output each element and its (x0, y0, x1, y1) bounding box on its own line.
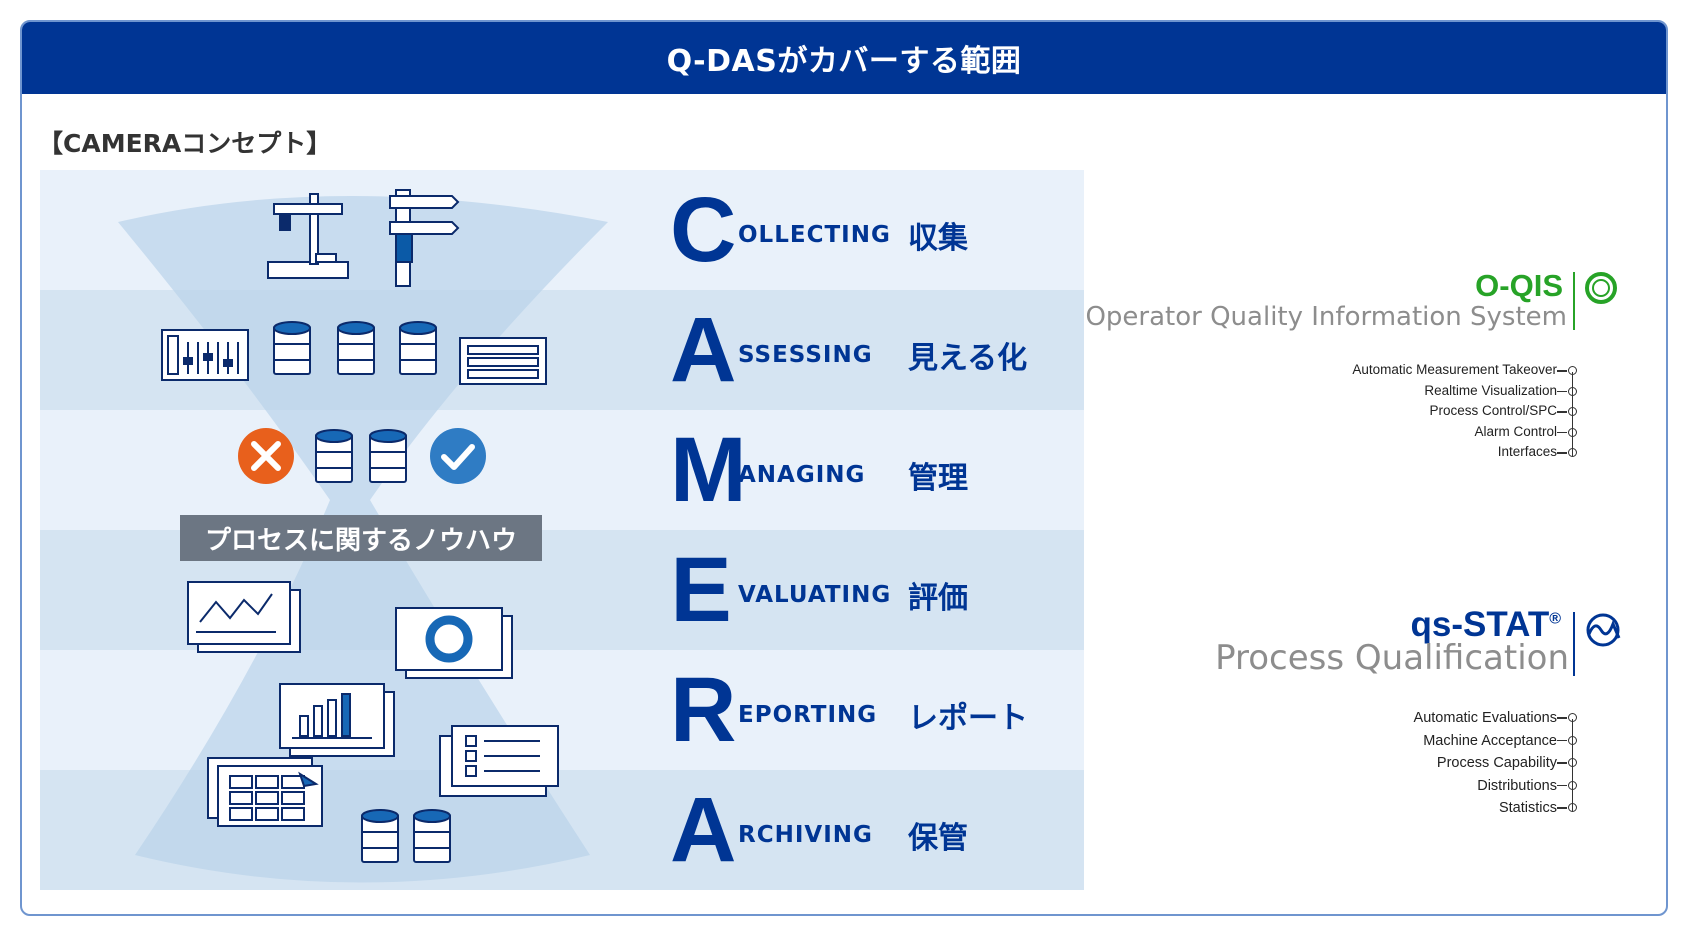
database-icon (361, 809, 399, 863)
caliper-icon (389, 189, 460, 287)
qsstat-feature: Statistics (1217, 797, 1577, 820)
database-icon (337, 321, 375, 375)
line-chart-card-icon (187, 581, 301, 653)
camera-japanese: 評価 (908, 581, 968, 616)
camera-japanese: 管理 (908, 461, 968, 496)
camera-row-archiving: A RCHIVING 保管 (670, 770, 968, 890)
registered-mark: ® (1549, 610, 1561, 628)
oqis-product-name: O-QIS (1475, 268, 1563, 303)
qsstat-logo-icon (1586, 613, 1621, 647)
camera-japanese: レポート (908, 701, 1028, 736)
qsstat-name-text: qs-STAT (1410, 605, 1550, 644)
oqis-feature: Interfaces (1217, 442, 1577, 463)
camera-panel: プロセスに関するノウハウ C OLLECTING 収集 A SSESSING 見… (40, 170, 1084, 892)
qsstat-feature: Automatic Evaluations (1217, 707, 1577, 730)
check-icon (430, 428, 486, 484)
checklist-card-icon (439, 725, 559, 797)
qsstat-feature: Distributions (1217, 775, 1577, 798)
camera-japanese: 保管 (908, 821, 968, 856)
database-icon (413, 809, 451, 863)
database-icon (315, 429, 353, 483)
qsstat-feature: Process Capability (1217, 752, 1577, 775)
camera-word: ANAGING (738, 462, 866, 488)
page-title: Q-DASがカバーする範囲 (22, 22, 1666, 94)
camera-row-managing: M ANAGING 管理 (670, 410, 968, 530)
camera-letter: A (670, 299, 737, 401)
oqis-feature-connector (1571, 372, 1573, 456)
oqis-feature: Automatic Measurement Takeover (1217, 360, 1577, 381)
oqis-feature: Process Control/SPC (1217, 401, 1577, 422)
camera-row-evaluating: E VALUATING 評価 (670, 530, 968, 650)
camera-word: SSESSING (738, 342, 873, 368)
bar-chart-card-icon (279, 683, 395, 757)
camera-word: VALUATING (738, 582, 892, 608)
camera-letter: C (670, 179, 737, 281)
donut-chart-card-icon (395, 607, 513, 679)
oqis-subtitle: Operator Quality Information System (1085, 302, 1567, 332)
oqis-feature: Realtime Visualization (1217, 381, 1577, 402)
camera-row-reporting: R EPORTING レポート (670, 650, 1028, 770)
qsstat-subtitle: Process Qualification (1215, 638, 1569, 678)
oqis-feature: Alarm Control (1217, 422, 1577, 443)
database-icon (273, 321, 311, 375)
camera-letter: M (670, 419, 747, 521)
camera-letter: E (670, 539, 732, 641)
oqis-divider (1573, 272, 1575, 330)
measuring-machine-icon (267, 193, 349, 279)
band-managing (40, 410, 1084, 530)
qsstat-product-name: qs-STAT® (1411, 605, 1561, 645)
process-knowhow-label: プロセスに関するノウハウ (180, 515, 542, 561)
oqis-feature-list: Automatic Measurement Takeover Realtime … (1217, 360, 1577, 463)
database-icon (399, 321, 437, 375)
qsstat-divider (1573, 612, 1575, 676)
camera-letter: A (670, 779, 737, 881)
error-x-icon (238, 428, 294, 484)
camera-letter: R (670, 659, 737, 761)
camera-word: OLLECTING (738, 222, 891, 248)
table-card-icon (207, 757, 323, 827)
equalizer-panel-icon (161, 329, 249, 381)
qsstat-feature-list: Automatic Evaluations Machine Acceptance… (1217, 707, 1577, 820)
camera-japanese: 見える化 (908, 341, 1028, 376)
camera-word: RCHIVING (738, 822, 873, 848)
camera-japanese: 収集 (908, 221, 968, 256)
qsstat-feature-connector (1571, 719, 1573, 811)
concept-label: 【CAMERAコンセプト】 (38, 129, 332, 158)
database-icon (369, 429, 407, 483)
form-panel-icon (459, 337, 547, 385)
camera-row-assessing: A SSESSING 見える化 (670, 290, 1027, 410)
camera-row-collecting: C OLLECTING 収集 (670, 170, 968, 290)
oqis-logo-icon (1585, 272, 1617, 304)
camera-word: EPORTING (738, 702, 878, 728)
qsstat-feature: Machine Acceptance (1217, 730, 1577, 753)
